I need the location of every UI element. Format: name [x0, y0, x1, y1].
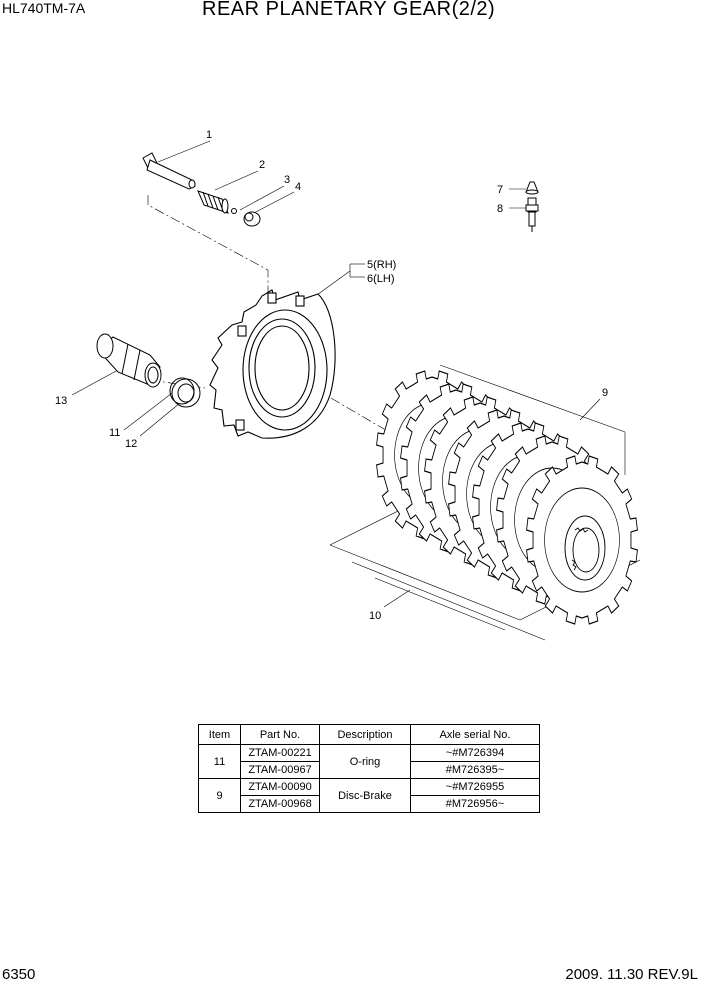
header-description: Description — [319, 724, 411, 745]
header-part-no: Part No. — [240, 724, 320, 745]
cell-item: 11 — [198, 744, 241, 779]
callout-6: 6(LH) — [367, 273, 395, 285]
callout-10: 10 — [369, 610, 381, 622]
cell-serial: #M726395~ — [410, 761, 540, 779]
revision-date: 2009. 11.30 REV.9L — [565, 966, 698, 983]
callout-7: 7 — [497, 184, 503, 196]
table-row: 9 ZTAM-00090 Disc-Brake ~#M726955 — [198, 778, 540, 813]
housing-plate-part — [209, 289, 336, 439]
cell-serial: ~#M726955 — [410, 778, 540, 796]
table-header-row: Item Part No. Description Axle serial No… — [198, 724, 540, 745]
table-row: ZTAM-00968 #M726956~ — [199, 795, 540, 813]
callout-4: 4 — [295, 181, 301, 193]
callout-3: 3 — [284, 174, 290, 186]
callout-13: 13 — [55, 395, 67, 407]
callout-12: 12 — [125, 438, 137, 450]
callout-2: 2 — [259, 159, 265, 171]
model-name: HL740TM-7A — [2, 0, 86, 16]
cell-part-no: ZTAM-00968 — [240, 795, 320, 813]
cell-description: O-ring — [319, 744, 411, 779]
table-row: 11 ZTAM-00221 O-ring ~#M726394 — [198, 744, 540, 779]
bolt-part — [142, 152, 196, 190]
page-number: 6350 — [2, 966, 36, 983]
cell-part-no: ZTAM-00221 — [240, 744, 320, 762]
callout-1: 1 — [206, 129, 212, 141]
callout-11: 11 — [109, 427, 120, 439]
cell-part-no: ZTAM-00967 — [240, 761, 320, 779]
cell-description: Disc-Brake — [319, 778, 411, 813]
cell-part-no: ZTAM-00090 — [240, 778, 320, 796]
cap-part — [525, 181, 539, 195]
small-ring-part — [231, 208, 237, 214]
parts-table: Item Part No. Description Axle serial No… — [198, 724, 540, 813]
cell-serial: ~#M726394 — [410, 744, 540, 762]
page-title: REAR PLANETARY GEAR(2/2) — [202, 0, 496, 20]
callout-8: 8 — [497, 203, 503, 215]
threaded-pin-part — [197, 190, 229, 214]
header-serial: Axle serial No. — [410, 724, 540, 745]
valve-part — [525, 197, 539, 232]
header-item: Item — [198, 724, 241, 745]
nut-part — [243, 211, 261, 227]
cell-serial: #M726956~ — [410, 795, 540, 813]
callout-9: 9 — [602, 387, 608, 399]
table-row: ZTAM-00967 #M726395~ — [199, 761, 540, 779]
o-ring-part — [169, 377, 201, 408]
cell-item: 9 — [198, 778, 241, 813]
callout-5: 5(RH) — [367, 259, 396, 271]
bushing-part — [96, 333, 162, 388]
disc-brake-stack — [375, 370, 639, 625]
